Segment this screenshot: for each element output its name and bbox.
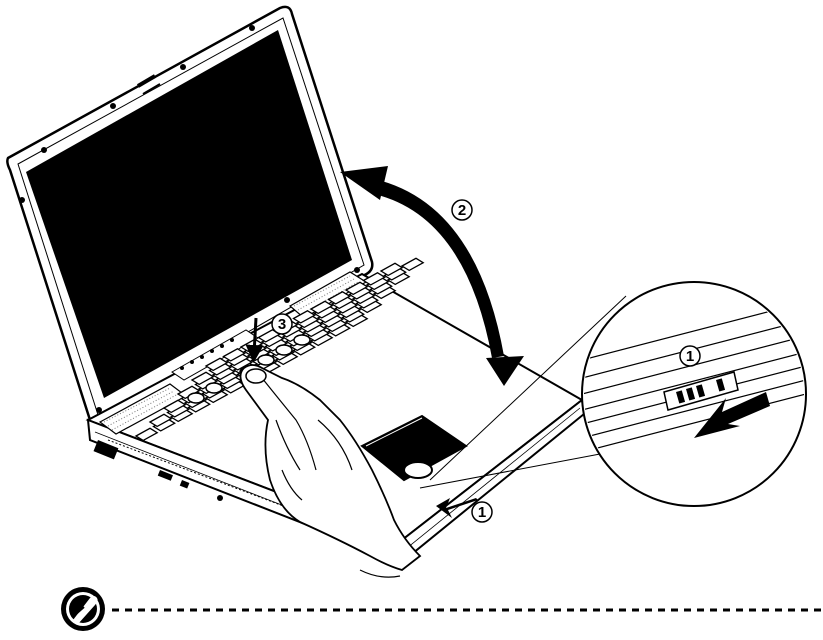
keyboard-key <box>162 399 187 414</box>
hand <box>239 364 422 578</box>
keyboard-key <box>176 385 201 400</box>
keyboard-key <box>190 371 215 386</box>
open-lid-arrow <box>340 166 524 386</box>
keyboard-key <box>344 281 369 296</box>
keyboard-key <box>309 300 334 315</box>
latch-zoom-detail: 1 <box>419 281 807 507</box>
keyboard-key <box>327 291 351 305</box>
laptop-screen <box>26 30 352 398</box>
keyboard-key <box>134 427 159 442</box>
note-pen-icon <box>61 587 105 631</box>
keyboard-key <box>222 348 246 362</box>
step-1-main-label: 1 <box>478 504 486 521</box>
keyboard-key <box>204 357 229 372</box>
keyboard-key <box>379 262 404 277</box>
latch-arrow-main <box>436 498 478 518</box>
keyboard-key <box>148 413 173 428</box>
step-2-label: 2 <box>458 202 466 219</box>
keyboard-key <box>400 257 425 272</box>
step-1-zoom-label: 1 <box>686 348 694 365</box>
keyboard <box>134 257 425 442</box>
keyboard-key <box>362 272 386 286</box>
step-callout-latch-main: 1 <box>471 501 493 523</box>
step-callout-press: 3 <box>271 313 293 335</box>
step-3-label: 3 <box>278 316 286 333</box>
keyboard-key <box>292 310 316 324</box>
press-arrow <box>245 317 264 363</box>
touchpad <box>360 414 468 482</box>
latch-zoom-arrow <box>694 392 770 438</box>
step-callout-open: 2 <box>451 199 473 221</box>
